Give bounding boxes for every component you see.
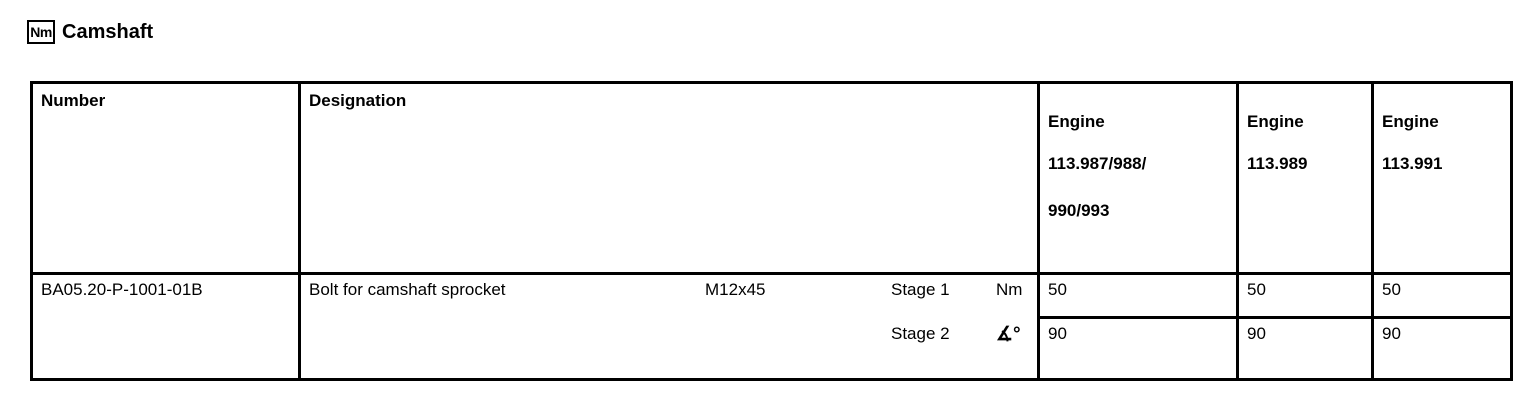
designation-text: Bolt for camshaft sprocket (309, 280, 506, 299)
cell-value-engine3-stage2: 90 (1382, 324, 1401, 343)
cell-value-engine1-stage2: 90 (1040, 319, 1239, 378)
cell-value-engine2-stage2: 90 (1239, 319, 1374, 378)
engine2-line2: 113.989 (1247, 154, 1308, 173)
cell-value-engine2-stage1: 50 (1239, 275, 1374, 319)
page-title: Camshaft (62, 20, 154, 43)
table-row: BA05.20-P-1001-01B Bolt for camshaft spr… (33, 275, 1510, 319)
engine1-line2: 113.987/988/ (1048, 154, 1147, 173)
stage-label-2: Stage 2 (891, 324, 950, 343)
page-title-block: Nm Camshaft (27, 20, 153, 44)
unit-angle-degrees-icon: ∡° (996, 324, 1021, 345)
engine1-line1: Engine (1048, 112, 1105, 131)
nm-torque-icon: Nm (27, 20, 55, 44)
column-header-engine-113987: Engine 113.987/988/ 990/993 (1040, 84, 1239, 272)
column-header-number: Number (33, 84, 301, 272)
cell-part-number: BA05.20-P-1001-01B (33, 275, 301, 319)
column-header-designation: Designation (301, 84, 1040, 272)
table-row: Stage 2 ∡° 90 90 90 (33, 319, 1510, 378)
cell-designation-stage1: Bolt for camshaft sprocket M12x45 Stage … (301, 275, 1040, 319)
table-header-row: Number Designation Engine 113.987/988/ 9… (33, 84, 1510, 275)
bolt-size: M12x45 (705, 280, 766, 299)
column-header-engine-113991: Engine 113.991 (1374, 84, 1510, 272)
engine1-line3: 990/993 (1048, 201, 1110, 220)
column-header-engine-113989: Engine 113.989 (1239, 84, 1374, 272)
cell-designation-stage2: Stage 2 ∡° (301, 319, 1040, 378)
cell-value-engine3-stage1: 50 (1374, 275, 1510, 319)
stage-label-1: Stage 1 (891, 280, 950, 299)
engine3-line2: 113.991 (1382, 154, 1443, 173)
engine3-line1: Engine (1382, 112, 1439, 131)
cell-part-number-continued (33, 319, 301, 378)
cell-value-engine1-stage1: 50 (1040, 275, 1239, 319)
engine2-line1: Engine (1247, 112, 1304, 131)
torque-specification-table: Number Designation Engine 113.987/988/ 9… (30, 81, 1513, 381)
unit-newton-meter-icon: Nm (996, 280, 1023, 299)
